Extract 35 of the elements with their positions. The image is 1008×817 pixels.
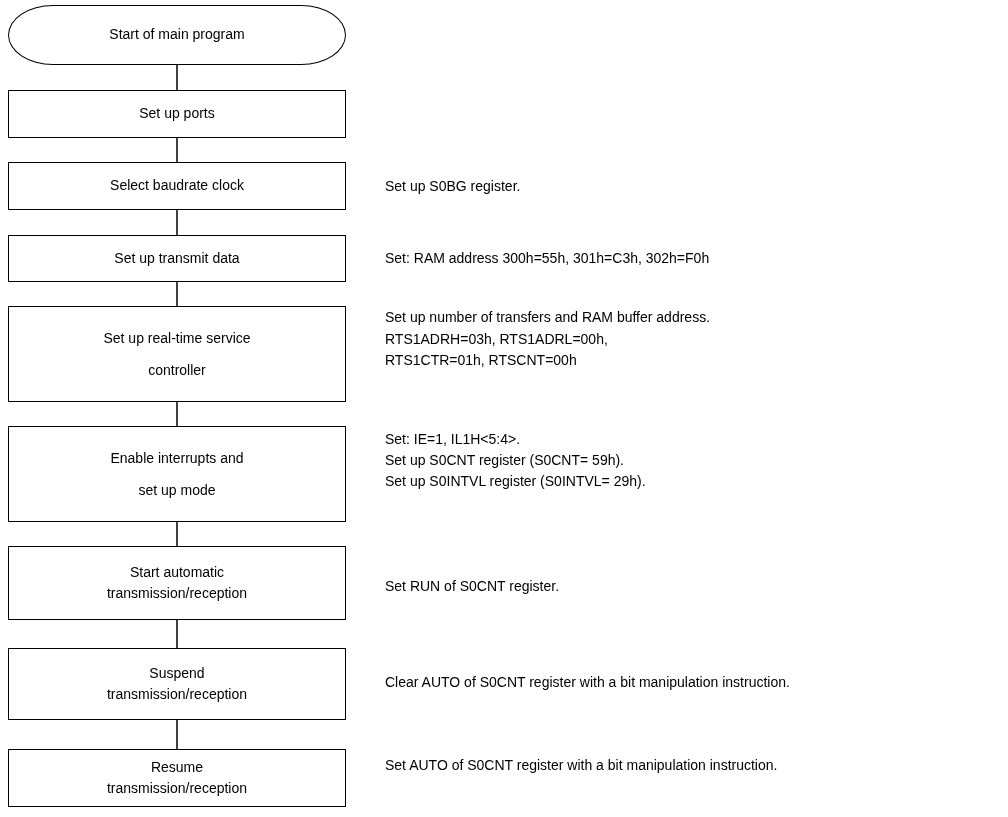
connector-line bbox=[176, 137, 178, 163]
step-text: Set up real-time service controller bbox=[102, 328, 252, 380]
connector-line bbox=[176, 521, 178, 547]
process-box bbox=[8, 235, 346, 282]
process-box bbox=[8, 90, 346, 138]
process-box bbox=[8, 546, 346, 620]
annotation-text: Set AUTO of S0CNT register with a bit manipulation instruction. bbox=[385, 756, 778, 775]
connector-line bbox=[176, 281, 178, 307]
annotation-text: Set up S0INTVL register (S0INTVL= 29h). bbox=[385, 472, 646, 491]
process-box bbox=[8, 648, 346, 720]
step-text: Start automatic transmission/reception bbox=[105, 563, 249, 603]
annotation-text: Set RUN of S0CNT register. bbox=[385, 577, 560, 596]
annotation-text: Set: IE=1, IL1H<5:4>. bbox=[385, 430, 521, 449]
connector-line bbox=[176, 64, 178, 91]
annotation-text: Set up number of transfers and RAM buffer address. bbox=[385, 308, 711, 327]
process-box bbox=[8, 162, 346, 210]
connector-line bbox=[176, 619, 178, 649]
process-box bbox=[8, 426, 346, 522]
step-text: Select baudrate clock bbox=[109, 176, 245, 196]
annotation-text: RTS1ADRH=03h, RTS1ADRL=00h, RTS1CTR=01h, RTSCNT=00h bbox=[385, 330, 609, 370]
annotation-text: Clear AUTO of S0CNT register with a bit manipulation instruction. bbox=[385, 673, 790, 692]
step-text: Start of main program bbox=[108, 25, 246, 45]
process-box bbox=[8, 306, 346, 402]
step-text: Enable interrupts and set up mode bbox=[109, 448, 245, 500]
annotation-text: Set up S0CNT register (S0CNT= 59h). bbox=[385, 451, 624, 470]
annotation-text: Set: RAM address 300h=55h, 301h=C3h, 302h=F0h bbox=[385, 249, 710, 268]
step-text: Resume transmission/reception bbox=[105, 758, 249, 798]
annotation-text: Set up S0BG register. bbox=[385, 177, 521, 196]
step-text: Set up ports bbox=[138, 104, 216, 124]
connector-line bbox=[176, 719, 178, 750]
step-text: Suspend transmission/reception bbox=[105, 664, 249, 704]
process-box bbox=[8, 749, 346, 807]
connector-line bbox=[176, 401, 178, 427]
step-text: Set up transmit data bbox=[113, 248, 241, 268]
connector-line bbox=[176, 209, 178, 236]
